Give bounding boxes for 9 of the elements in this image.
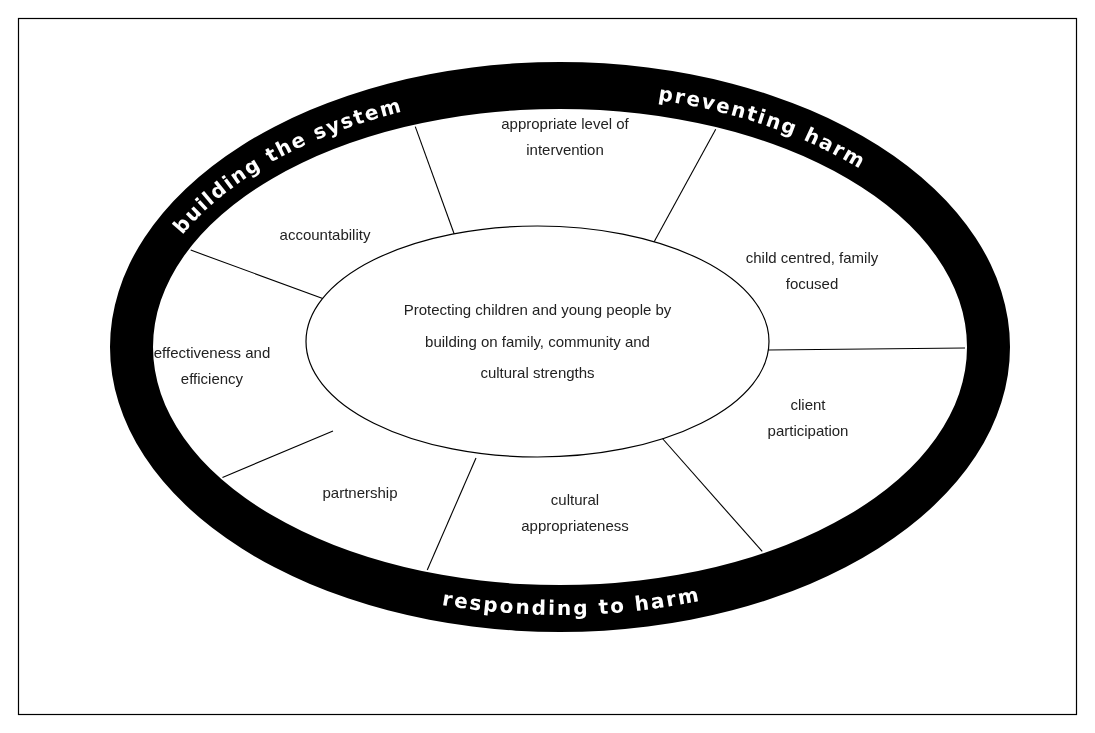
ring-label: responding to harm	[440, 582, 703, 620]
sector-label: effectiveness and efficiency	[152, 342, 272, 389]
sector-label: appropriate level of intervention	[501, 113, 629, 159]
sector-label: accountability	[278, 225, 372, 246]
sector-label: cultural appropriateness	[520, 489, 630, 536]
center-text: Protecting children and young people by building on family, community and cultural strengths	[402, 300, 673, 384]
sector-label: client participation	[766, 394, 850, 441]
sector-label: partnership	[321, 483, 399, 504]
sector-label: child centred, family focused	[744, 247, 880, 293]
